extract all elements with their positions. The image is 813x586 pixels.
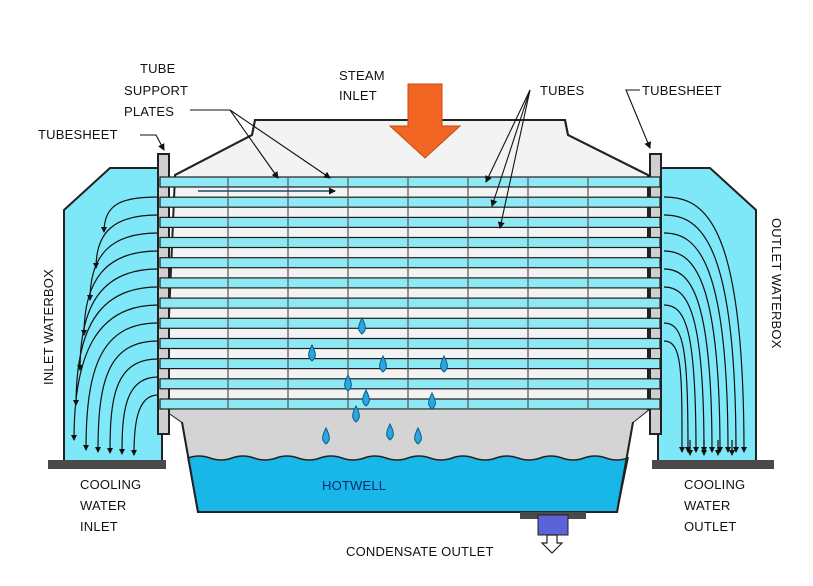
outlet-waterbox [652,167,774,469]
label-condensate-outlet: CONDENSATE OUTLET [346,544,494,559]
label-tubesheet-right: TUBESHEET [642,83,722,98]
label-steam-inlet-2: INLET [339,88,377,103]
droplet [308,343,316,362]
tube [159,317,661,329]
condensate-droplets [308,316,448,445]
label-tubes: TUBES [540,83,584,98]
hotwell-water [187,455,630,513]
tube [159,297,661,309]
droplet [358,316,366,335]
label-tube-support-plates-3: PLATES [124,104,174,119]
droplet [440,354,448,373]
droplet [379,354,387,373]
tube-support-plates [227,178,589,408]
steam-inlet-arrow [388,83,462,159]
label-cooling-water-outlet-2: WATER [684,498,731,513]
droplet [362,388,370,407]
label-tubesheet-left: TUBESHEET [38,127,118,142]
outlet-base [652,460,774,469]
inlet-base [48,460,166,469]
label-outlet-waterbox: OUTLET WATERBOX [769,218,784,349]
droplet [386,422,394,441]
tube-bundle [159,176,661,410]
label-hotwell: HOTWELL [322,478,386,493]
tube [159,236,661,249]
label-cooling-water-inlet-3: INLET [80,519,118,534]
label-tube-support-plates-1: TUBE [140,61,176,76]
label-steam-inlet-1: STEAM [339,68,385,83]
tube [159,176,661,188]
droplet [322,426,330,445]
outlet-drop-arrows [687,440,735,456]
label-tube-support-plates-2: SUPPORT [124,83,188,98]
tube [159,257,661,269]
inlet-flow-lines [71,196,159,456]
label-cooling-water-outlet-3: OUTLET [684,519,736,534]
tube [159,398,661,410]
tubesheet-left-plate [157,153,170,435]
tube [159,358,661,370]
label-cooling-water-inlet-1: COOLING [80,477,141,492]
tube [159,216,661,228]
tubesheet-right-plate [649,153,662,435]
droplet [428,391,436,410]
tube [159,196,661,208]
inlet-waterbox [48,167,166,469]
tube [159,378,661,390]
label-cooling-water-inlet-2: WATER [80,498,127,513]
condensate-outlet-pipe [520,512,586,554]
droplet [414,426,422,445]
outlet-flow-lines [663,196,747,453]
label-cooling-water-outlet-1: COOLING [684,477,745,492]
label-inlet-waterbox: INLET WATERBOX [41,269,56,385]
droplet [344,373,352,392]
tube [159,337,661,350]
leader-lines [140,89,651,229]
tube [159,277,661,289]
droplet [352,404,360,423]
